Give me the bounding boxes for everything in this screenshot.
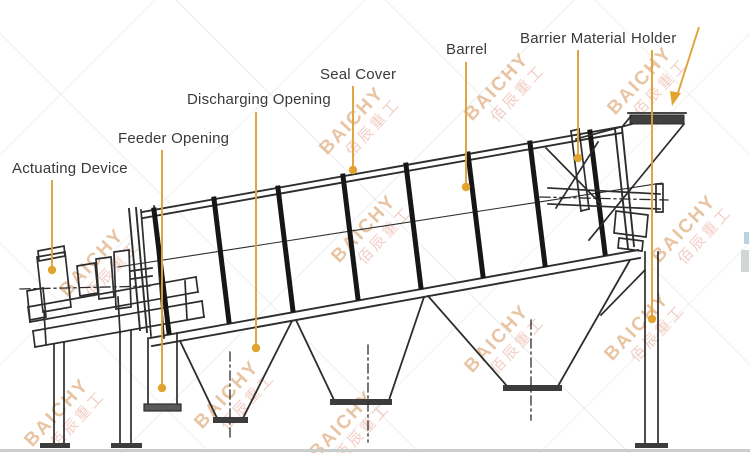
hopper-outlet [330,399,392,405]
label-discharging-opening: Discharging Opening [187,91,331,108]
support-legs [40,251,668,448]
feed-chute [140,205,182,412]
edge-artifact [744,232,749,244]
label-actuating-device: Actuating Device [12,160,128,177]
label-holder: Holder [631,30,677,47]
bearing-pedestal [113,249,132,310]
edge-artifact [741,250,749,272]
discharge-spout [539,183,669,252]
leg-foot [635,443,668,448]
motor-assembly [19,244,153,322]
drum-axis-line [117,182,663,268]
holder-plate [629,114,685,125]
label-barrier-material: Barrier Material [520,30,626,47]
holder-arrow-line [675,26,700,100]
bottom-border [0,449,750,452]
holder-bracket [574,112,687,242]
leader-dots [47,91,681,393]
drum-barrel [117,125,663,348]
hopper-outlet [503,385,562,391]
chute-cap [143,403,182,412]
motor-body [36,251,72,313]
label-barrel: Barrel [446,41,488,58]
hopper-outlet [213,417,248,423]
coupling [76,262,99,297]
drum-rings [151,129,608,336]
label-feeder-opening: Feeder Opening [118,130,230,147]
arrowhead-icon [670,91,681,106]
hopper-center-lines [229,319,532,443]
barrier-material-plate [544,127,603,213]
leader-lines [51,26,700,388]
label-seal-cover: Seal Cover [320,66,397,83]
leg-foot [40,443,70,448]
discharge-hoppers [178,258,632,443]
leg-foot [111,443,142,448]
